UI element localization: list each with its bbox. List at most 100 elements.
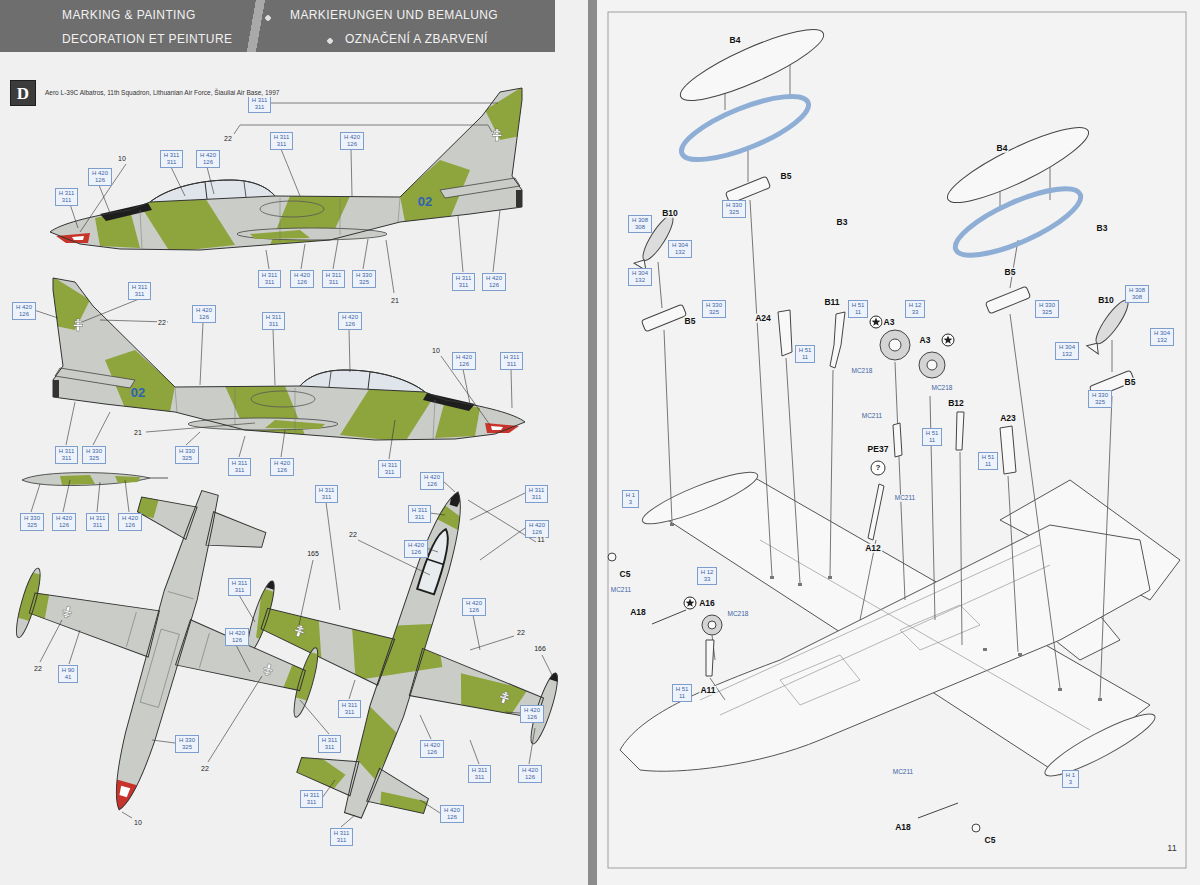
- leader-line: [480, 528, 525, 560]
- paint-code: H 311: [342, 702, 358, 709]
- paint-code: 311: [345, 709, 355, 716]
- paint-code: 311: [459, 282, 469, 289]
- leader-line: [239, 436, 245, 457]
- leader-line: [351, 149, 352, 196]
- paint-code: 11: [855, 309, 861, 316]
- paint-code: 311: [265, 279, 275, 286]
- assembly-line: [790, 62, 791, 98]
- leader-line: [470, 493, 525, 520]
- paint-chip: H 420126: [225, 628, 249, 646]
- paint-code: 3: [1069, 779, 1072, 786]
- page-ground: [608, 12, 1186, 868]
- paint-chip: H 311311: [228, 458, 251, 476]
- paint-code: 311: [255, 104, 265, 111]
- part-number: A11: [699, 686, 716, 695]
- paint-code: H 51: [926, 430, 939, 437]
- leader-line: [281, 149, 300, 196]
- paint-code: H 311: [59, 448, 75, 455]
- part-number: B5: [780, 172, 793, 181]
- part-drawing: [1087, 339, 1103, 354]
- mounting-hole: [770, 576, 774, 579]
- aircraft-number: 02: [418, 195, 432, 208]
- paint-code: 126: [525, 774, 535, 781]
- paint-chip: H 420126: [440, 805, 464, 823]
- paint-code: H 304: [672, 242, 688, 249]
- paint-chip: H 311311: [270, 132, 293, 150]
- paint-code: 325: [182, 744, 192, 751]
- paint-code: H 311: [262, 272, 278, 279]
- paint-chip: H 311311: [378, 460, 401, 478]
- paint-code: H 330: [356, 272, 372, 279]
- part-drawing: [880, 330, 910, 360]
- mounting-hole: [1018, 653, 1022, 656]
- tip-tank-view: [115, 476, 140, 483]
- paint-chip: H 311311: [55, 446, 78, 464]
- paint-code: H 311: [232, 580, 248, 587]
- paint-code: H 420: [444, 807, 460, 814]
- paint-chip: H 330325: [352, 270, 376, 288]
- paint-code: 311: [235, 467, 245, 474]
- part-number: A23: [999, 414, 1017, 423]
- leader-line: [470, 740, 479, 764]
- part-number: B4: [729, 36, 742, 45]
- paint-code: 3: [629, 499, 632, 506]
- paint-code: H 330: [179, 737, 195, 744]
- paint-chip: H 311311: [452, 273, 475, 291]
- callout-number: 22: [348, 531, 358, 538]
- paint-chip: H 330325: [1035, 300, 1059, 318]
- paint-chip: H 311311: [468, 765, 491, 783]
- airframe-underside: [638, 464, 762, 533]
- part-drawing: [956, 412, 964, 450]
- paint-code: H 311: [164, 152, 180, 159]
- paint-code: 311: [135, 291, 145, 298]
- leader-line: [299, 560, 313, 625]
- callout-number: 10: [133, 819, 143, 826]
- paint-code: H 420: [274, 460, 290, 467]
- paint-code: 311: [415, 514, 425, 521]
- paint-chip: H 1233: [905, 300, 925, 318]
- leader-line: [349, 680, 355, 699]
- mounting-hole: [670, 523, 1102, 701]
- paint-code: 311: [337, 837, 347, 844]
- paint-code: 325: [89, 455, 99, 462]
- paint-code: H 311: [90, 515, 106, 522]
- paint-code: 126: [125, 522, 135, 529]
- paint-code: H 330: [726, 202, 742, 209]
- paint-chip: H 420126: [88, 168, 112, 186]
- aircraft-profile: [50, 85, 525, 252]
- paint-code: 311: [385, 469, 395, 476]
- leader-line: [40, 620, 62, 662]
- paint-code: 41: [65, 674, 72, 681]
- leader-line: [82, 299, 139, 322]
- leader-line: [99, 185, 110, 213]
- paint-code: H 90: [62, 667, 75, 674]
- part-drawing: [1091, 297, 1132, 348]
- part-drawing: [1000, 426, 1016, 474]
- paint-code: H 311: [59, 190, 75, 197]
- star-symbol: [942, 334, 954, 346]
- leader-line: [430, 513, 445, 515]
- assembly-line: [748, 148, 749, 182]
- paint-code: H 1: [1066, 772, 1075, 779]
- paint-chip: H 304132: [1055, 342, 1079, 360]
- part-drawing: [652, 610, 686, 624]
- paint-code: 11: [929, 437, 935, 444]
- paint-code: H 330: [86, 448, 102, 455]
- paint-code: H 420: [196, 307, 212, 314]
- paint-code: MC211: [894, 495, 916, 502]
- part-number: PE37: [867, 445, 890, 454]
- part-number: B3: [836, 218, 849, 227]
- paint-code: 126: [297, 279, 307, 286]
- paint-code: 126: [95, 177, 105, 184]
- paint-code: 132: [1157, 337, 1167, 344]
- paint-code: 325: [359, 279, 369, 286]
- paint-code: H 420: [486, 275, 502, 282]
- callout-number: 22: [157, 319, 167, 326]
- paint-code: H 308: [632, 217, 648, 224]
- paint-code: 126: [277, 467, 287, 474]
- paint-code: H 420: [456, 354, 472, 361]
- leader-line: [322, 780, 335, 798]
- paint-code: 126: [199, 314, 209, 321]
- paint-code: 311: [277, 141, 287, 148]
- leader-line: [122, 812, 132, 818]
